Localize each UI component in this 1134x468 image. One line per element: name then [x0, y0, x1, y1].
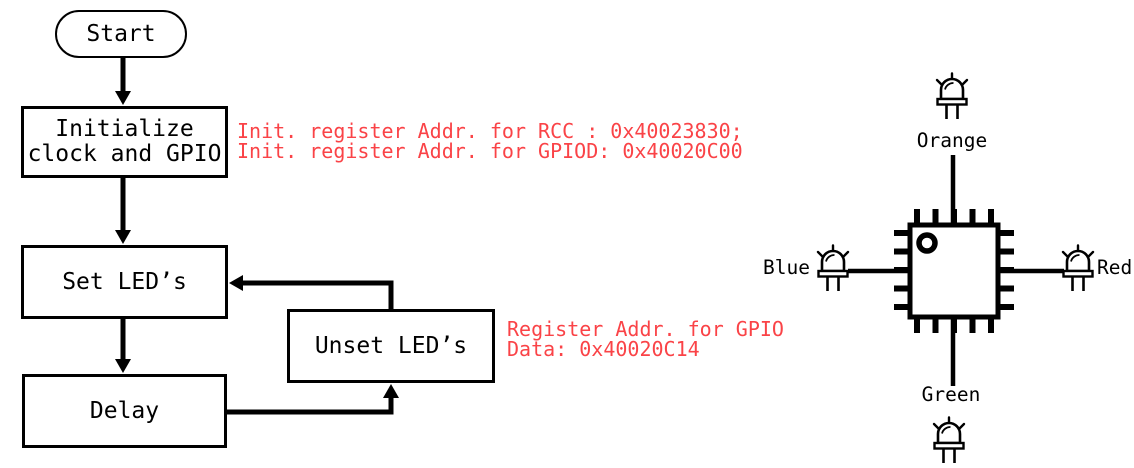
flowchart-node-initialize: Initialize clock and GPIO	[21, 106, 228, 178]
arrow-start-to-init	[115, 57, 131, 105]
node-set-label: Set LED’s	[62, 268, 187, 295]
led-icon-green	[932, 416, 966, 465]
flowchart-node-delay: Delay	[22, 374, 227, 448]
flowchart-node-set-leds: Set LED’s	[21, 245, 228, 319]
node-start-label: Start	[86, 20, 156, 47]
node-init-label-line2: clock and GPIO	[27, 141, 222, 167]
flowchart-node-unset-leds: Unset LED’s	[287, 309, 495, 383]
chip-pin1-marker	[916, 232, 938, 254]
led-wires	[848, 155, 1064, 386]
mcu-chip-icon	[848, 155, 1064, 386]
led-icon-orange	[935, 72, 969, 121]
led-label-green: Green	[921, 383, 981, 406]
arrow-set-to-delay	[115, 319, 131, 373]
chip-pins	[894, 209, 1014, 333]
arrow-delay-to-unset	[227, 384, 399, 415]
led-label-red: Red	[1097, 256, 1133, 279]
annotation-init-line2: Init. register Addr. for GPIOD: 0x40020C…	[237, 139, 743, 163]
node-delay-label: Delay	[89, 397, 160, 424]
annotation-unset-line1: Register Addr. for GPIO	[507, 317, 784, 341]
arrow-unset-to-set	[229, 275, 394, 309]
annotation-init-registers: Init. register Addr. for RCC : 0x4002383…	[237, 121, 743, 161]
led-icon-blue	[816, 244, 850, 293]
annotation-gpio-data-register: Register Addr. for GPIO Data: 0x40020C14	[507, 319, 784, 359]
annotation-unset-line2: Data: 0x40020C14	[507, 337, 700, 361]
flowchart-node-start: Start	[55, 10, 187, 58]
led-label-blue: Blue	[763, 256, 810, 279]
node-unset-label: Unset LED’s	[314, 332, 468, 359]
flow-arrows	[115, 57, 399, 415]
led-label-orange: Orange	[916, 129, 988, 152]
led-icon-red	[1061, 244, 1095, 293]
node-init-label-line1: Initialize	[55, 116, 194, 142]
arrow-init-to-set	[115, 178, 131, 244]
annotation-init-line1: Init. register Addr. for RCC : 0x4002383…	[237, 119, 743, 143]
